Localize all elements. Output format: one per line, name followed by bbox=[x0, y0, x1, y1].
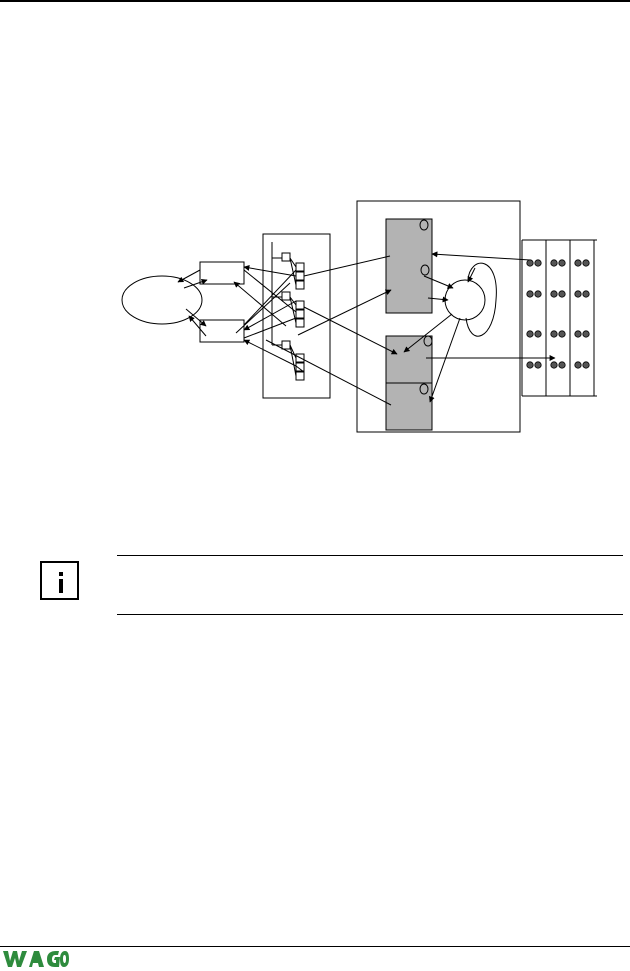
info-icon bbox=[40, 561, 79, 600]
network-ellipse bbox=[121, 275, 203, 325]
note-rule-top bbox=[117, 555, 623, 556]
note-rule-bottom bbox=[117, 614, 623, 615]
header-rule bbox=[0, 0, 630, 2]
process-circle bbox=[444, 279, 486, 321]
footer-rule bbox=[0, 946, 630, 947]
switch-box-lower bbox=[199, 319, 245, 343]
module-bottom bbox=[385, 382, 433, 431]
wago-logo bbox=[3, 951, 69, 967]
switch-box-upper bbox=[199, 261, 245, 285]
io-panel bbox=[262, 233, 331, 399]
module-middle bbox=[385, 335, 433, 384]
module-top bbox=[385, 218, 433, 314]
controller-frame bbox=[356, 200, 521, 433]
terminal-block bbox=[521, 239, 597, 397]
